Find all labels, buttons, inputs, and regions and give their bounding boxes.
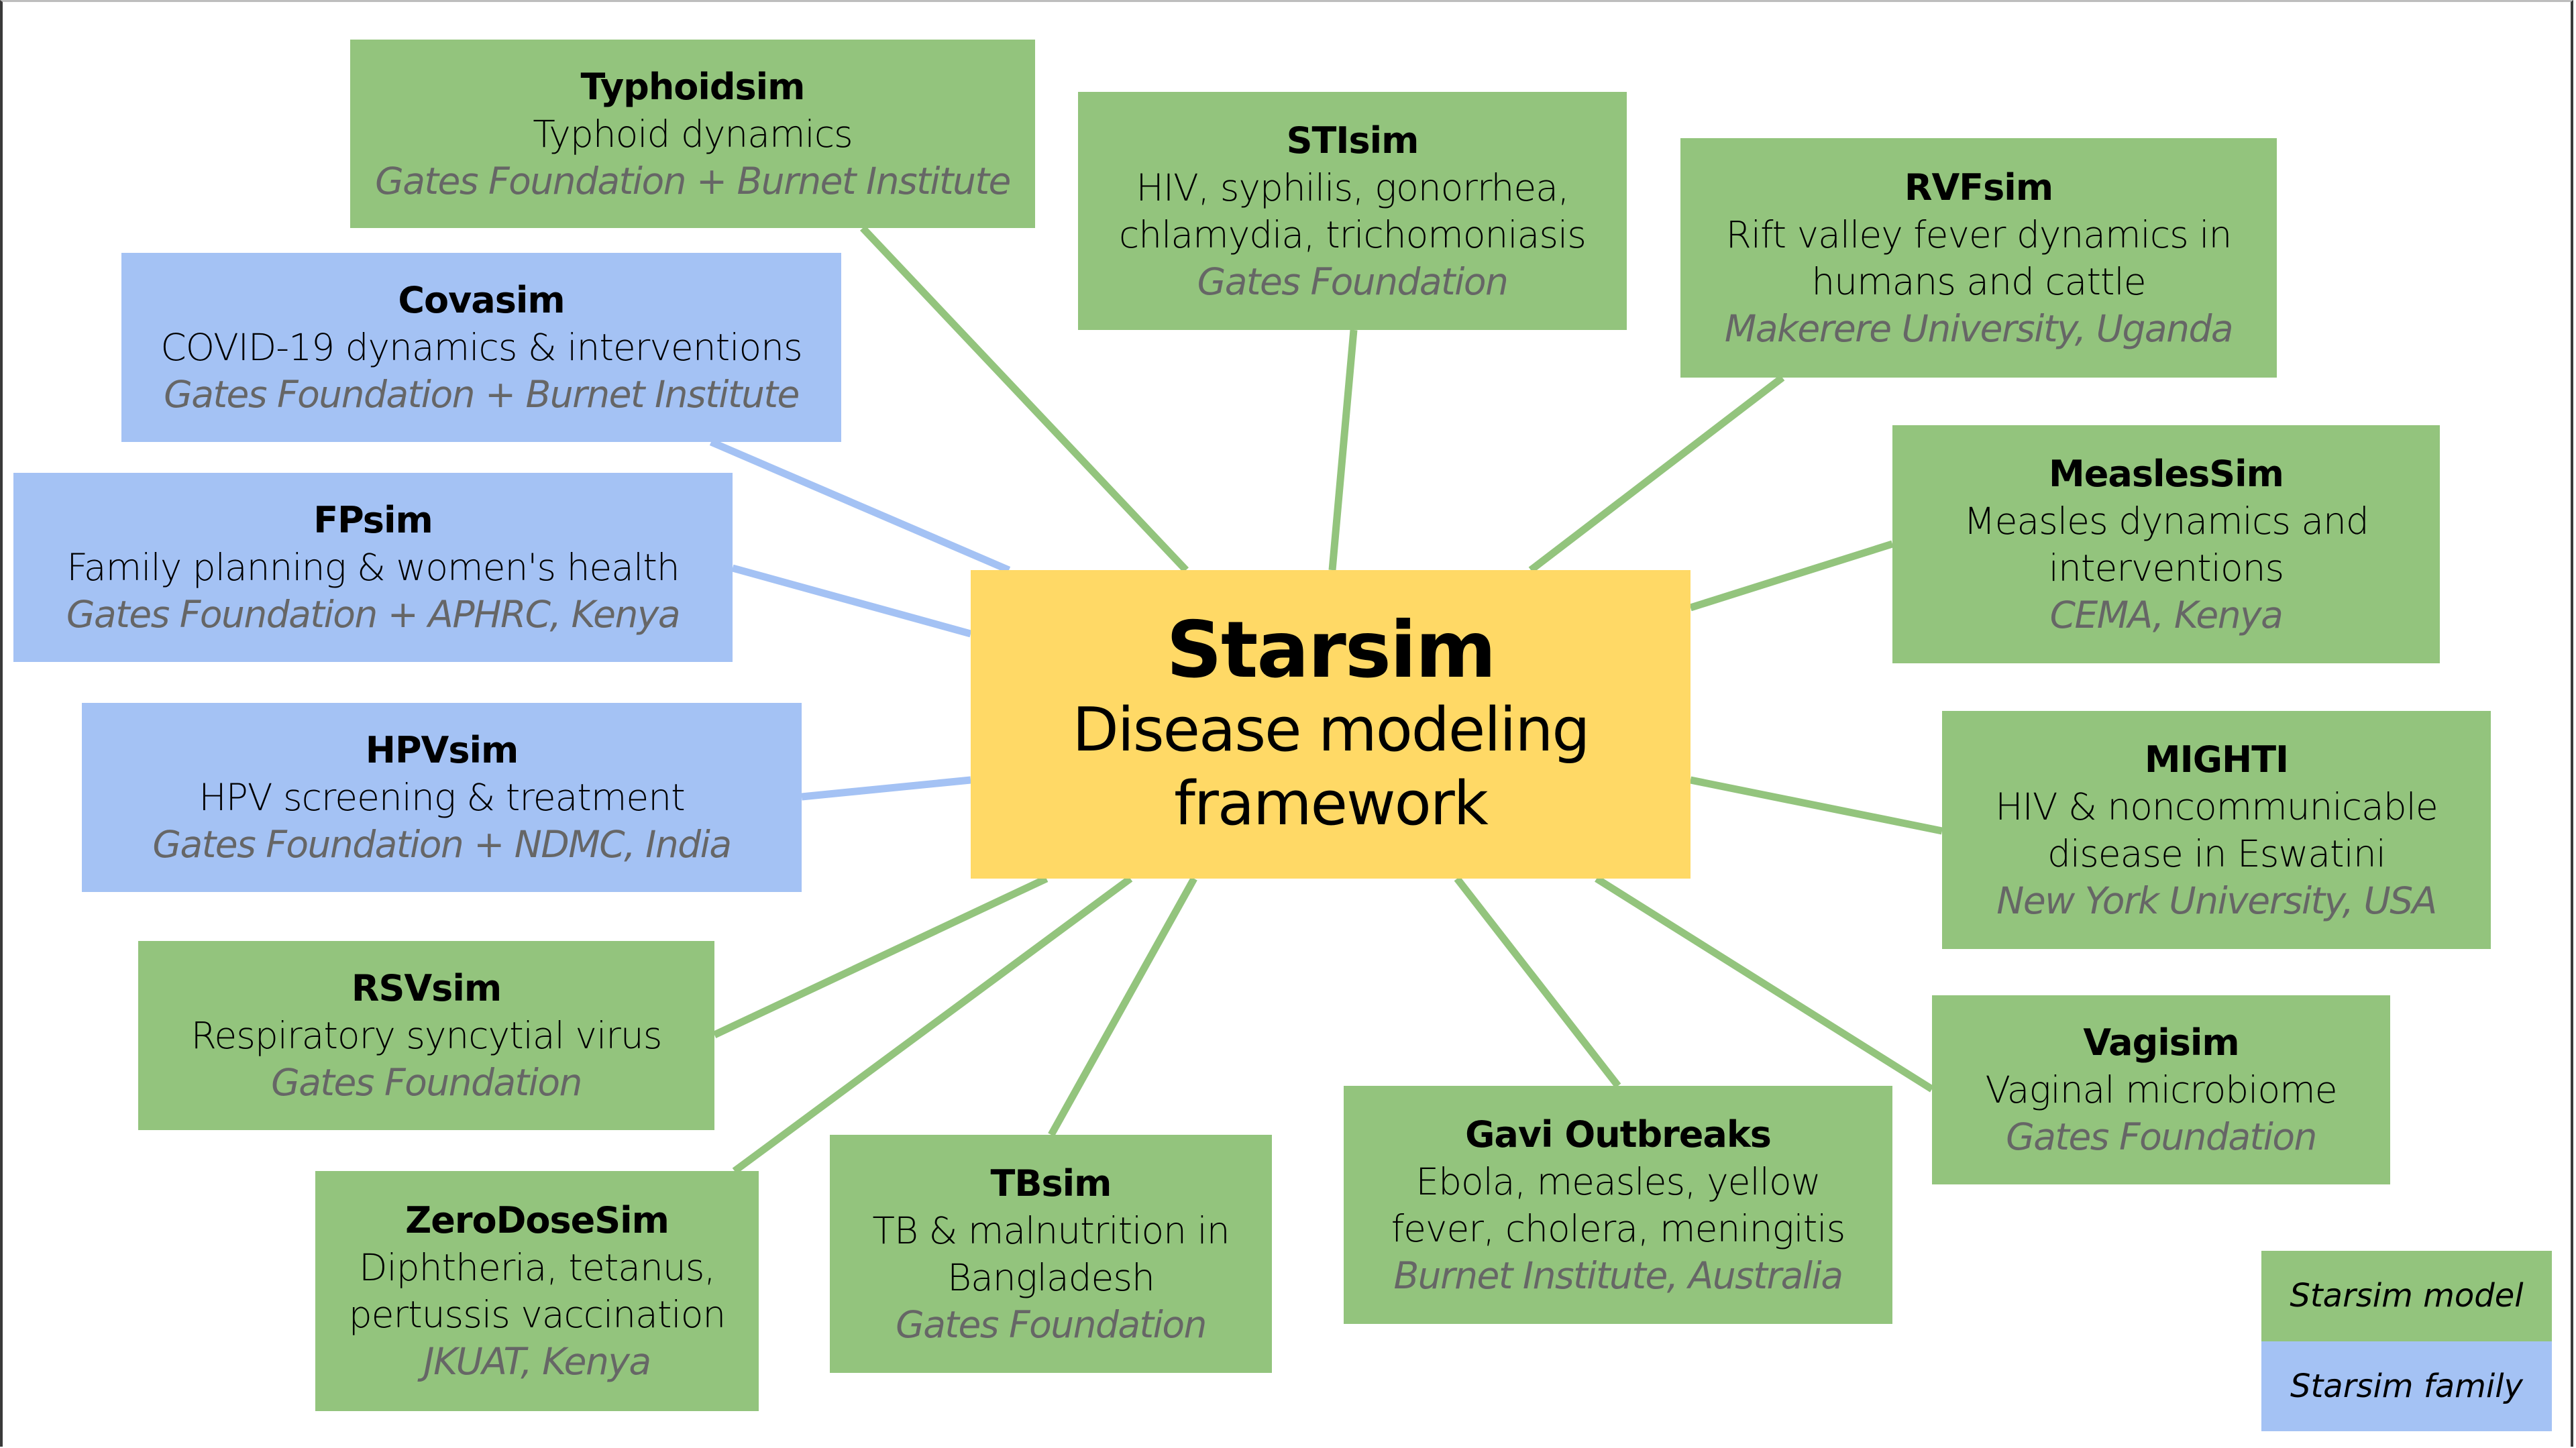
node-name: Covasim	[398, 279, 565, 321]
center-subtitle-line1: Disease modeling	[1072, 695, 1590, 765]
link-stisim	[1328, 329, 1358, 571]
node-desc: COVID-19 dynamics & interventions	[160, 326, 802, 369]
center-subtitle-line2: framework	[1174, 769, 1489, 839]
node-org: Makerere University, Uganda	[1724, 307, 2234, 350]
node-covasim: Covasim COVID-19 dynamics & intervention…	[121, 253, 841, 442]
node-org: Gates Foundation	[271, 1061, 582, 1104]
node-desc: humans and cattle	[1811, 260, 2146, 303]
starsim-center-node: Starsim Disease modeling framework	[971, 570, 1690, 879]
link-rvfsim	[1528, 374, 1785, 573]
node-org: Gates Foundation + Burnet Institute	[164, 373, 800, 416]
node-rvfsim: RVFsim Rift valley fever dynamics in hum…	[1680, 138, 2277, 378]
node-name: MeaslesSim	[2049, 452, 2284, 495]
legend-item-model: Starsim model	[2261, 1251, 2552, 1341]
node-desc: HPV screening & treatment	[199, 776, 685, 819]
node-org: Gates Foundation + APHRC, Kenya	[66, 593, 681, 636]
node-name: RVFsim	[1904, 166, 2053, 209]
node-name: TBsim	[990, 1162, 1112, 1205]
node-name: HPVsim	[365, 729, 519, 771]
link-hpvsim	[801, 776, 971, 801]
node-desc: chlamydia, trichomoniasis	[1119, 213, 1587, 256]
node-desc: interventions	[2048, 546, 2284, 590]
legend: Starsim model Starsim family	[2261, 1251, 2552, 1431]
node-name: RSVsim	[351, 967, 502, 1009]
link-zerodosesim	[732, 875, 1133, 1174]
node-zerodosesim: ZeroDoseSim Diphtheria, tetanus, pertuss…	[315, 1171, 759, 1411]
link-tbsim	[1048, 877, 1197, 1137]
node-mighti: MIGHTI HIV & noncommunicable disease in …	[1942, 711, 2491, 949]
link-covasim	[709, 438, 1011, 574]
node-desc: HIV & noncommunicable	[1995, 785, 2438, 828]
node-name: STIsim	[1286, 119, 1419, 162]
node-hpvsim: HPVsim HPV screening & treatment Gates F…	[82, 703, 802, 892]
node-vagisim: Vagisim Vaginal microbiome Gates Foundat…	[1932, 995, 2390, 1184]
legend-label-model: Starsim model	[2290, 1277, 2524, 1315]
node-name: ZeroDoseSim	[405, 1199, 669, 1241]
node-org: Gates Foundation	[2006, 1115, 2317, 1158]
node-org: Gates Foundation + NDMC, India	[152, 823, 732, 866]
node-org: Burnet Institute, Australia	[1393, 1254, 1843, 1297]
node-desc: Vaginal microbiome	[1985, 1068, 2337, 1111]
node-name: FPsim	[313, 499, 433, 541]
node-stisim: STIsim HIV, syphilis, gonorrhea, chlamyd…	[1078, 92, 1627, 330]
node-desc: disease in Eswatini	[2047, 832, 2386, 875]
node-org: JKUAT, Kenya	[423, 1340, 651, 1383]
node-org: New York University, USA	[1996, 879, 2437, 922]
node-name: MIGHTI	[2144, 738, 2289, 781]
node-desc: fever, cholera, meningitis	[1391, 1207, 1846, 1250]
node-desc: HIV, syphilis, gonorrhea,	[1136, 166, 1570, 209]
node-desc: Respiratory syncytial virus	[191, 1014, 663, 1057]
node-rsvsim: RSVsim Respiratory syncytial virus Gates…	[138, 941, 714, 1130]
node-fpsim: FPsim Family planning & women's health G…	[13, 473, 733, 662]
node-desc: pertussis vaccination	[348, 1293, 726, 1336]
legend-label-family: Starsim family	[2290, 1367, 2523, 1405]
node-desc: Bangladesh	[947, 1256, 1155, 1299]
node-org: CEMA, Kenya	[2049, 593, 2284, 636]
node-desc: Typhoid dynamics	[533, 112, 853, 156]
node-desc: TB & malnutrition in	[872, 1209, 1230, 1252]
node-desc: Rift valley fever dynamics in	[1725, 213, 2233, 256]
node-desc: Family planning & women's health	[66, 546, 680, 589]
node-typhoidsim: Typhoidsim Typhoid dynamics Gates Founda…	[350, 40, 1035, 228]
node-org: Gates Foundation	[896, 1302, 1207, 1346]
center-title: Starsim	[1166, 605, 1496, 695]
node-name: Gavi Outbreaks	[1465, 1113, 1772, 1156]
legend-item-family: Starsim family	[2261, 1341, 2552, 1431]
link-gavi	[1454, 876, 1621, 1089]
link-rsvsim	[712, 875, 1049, 1038]
node-org: Gates Foundation	[1197, 260, 1509, 303]
link-measlessim	[1689, 540, 1894, 612]
node-desc: Ebola, measles, yellow	[1415, 1160, 1821, 1203]
link-fpsim	[731, 564, 972, 638]
node-gavi-outbreaks: Gavi Outbreaks Ebola, measles, yellow fe…	[1344, 1086, 1892, 1324]
link-mighti	[1689, 776, 1943, 835]
node-org: Gates Foundation + Burnet Institute	[375, 159, 1011, 203]
node-tbsim: TBsim TB & malnutrition in Bangladesh Ga…	[830, 1135, 1272, 1373]
node-name: Typhoidsim	[580, 65, 806, 108]
link-typhoidsim	[860, 225, 1189, 573]
node-desc: Measles dynamics and	[1964, 499, 2369, 543]
node-desc: Diphtheria, tetanus,	[359, 1246, 716, 1289]
node-measlessim: MeaslesSim Measles dynamics and interven…	[1892, 425, 2440, 663]
link-vagisim	[1595, 875, 1934, 1093]
node-name: Vagisim	[2083, 1021, 2239, 1064]
